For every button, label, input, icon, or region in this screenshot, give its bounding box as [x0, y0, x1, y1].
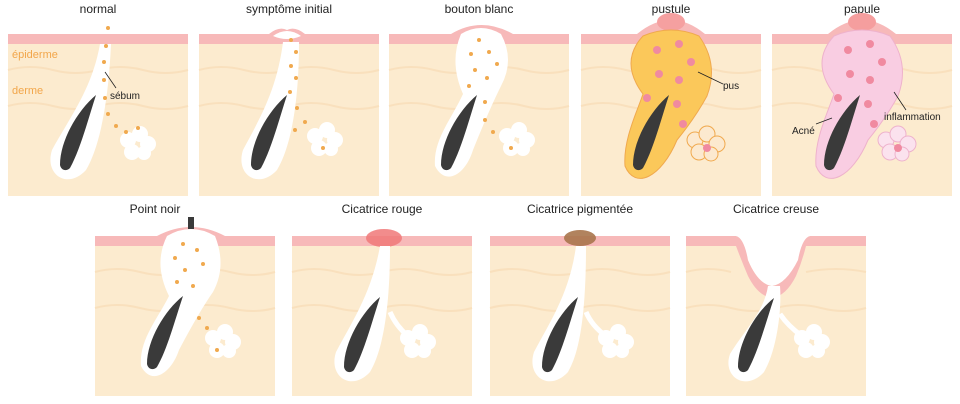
stage-title: Point noir: [129, 202, 181, 216]
panel-initial: symptôme initial: [198, 0, 380, 200]
dermis-label: derme: [12, 85, 43, 97]
stage-title: pustule: [651, 2, 691, 16]
sebum-label: sébum: [110, 91, 140, 102]
stage-title: papule: [843, 2, 881, 16]
skin-diagram-hollowscar: [685, 236, 867, 396]
skin-diagram-pigscar: [489, 230, 671, 396]
stage-title: bouton blanc: [444, 2, 514, 16]
epidermis-label: épiderme: [12, 49, 58, 61]
panel-pigscar: Cicatrice pigmentée: [489, 200, 671, 400]
stage-title: Cicatrice creuse: [732, 202, 820, 216]
panel-hollowscar: Cicatrice creuse: [685, 200, 867, 400]
skin-diagram-redscar: [291, 229, 473, 396]
skin-diagram-papule: Acné inflammation: [771, 13, 953, 196]
stage-title: Cicatrice pigmentée: [526, 202, 634, 216]
pus-label: pus: [723, 81, 739, 92]
inflammation-label: inflammation: [884, 112, 941, 123]
skin-diagram-normal: épiderme derme sébum: [7, 26, 189, 196]
panel-pustule: pustule pus: [580, 0, 762, 200]
panel-normal: normal épiderme derme sébum: [7, 0, 189, 200]
skin-diagram-pustule: pus: [580, 13, 762, 196]
skin-diagram-blackhead: [94, 217, 276, 396]
skin-diagram-initial: [198, 28, 380, 196]
stage-title: symptôme initial: [245, 2, 333, 16]
panel-papule: papule Acné inflammation: [771, 0, 953, 200]
panel-blackhead: Point noir: [94, 200, 276, 400]
stage-title: normal: [79, 2, 117, 16]
panel-redscar: Cicatrice rouge: [291, 200, 473, 400]
skin-diagram-white: [388, 25, 570, 196]
panel-white: bouton blanc: [388, 0, 570, 200]
stage-title: Cicatrice rouge: [341, 202, 423, 216]
acne-label: Acné: [792, 126, 815, 137]
